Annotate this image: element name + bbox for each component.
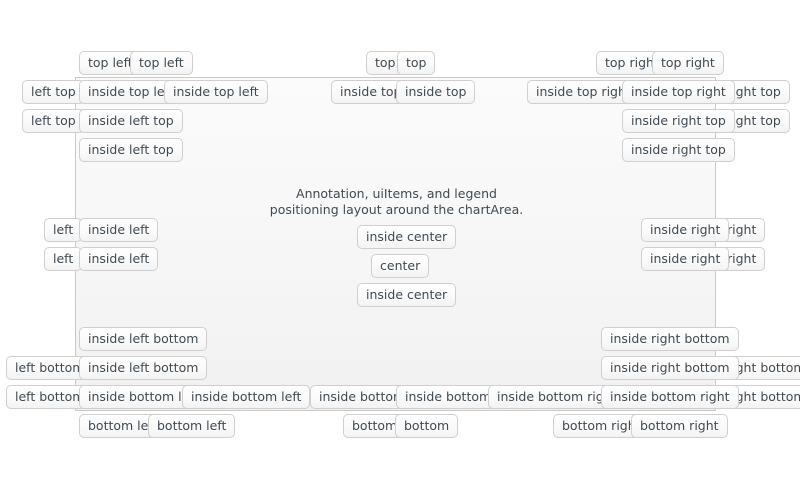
position-label-top[interactable]: top — [397, 51, 436, 75]
position-label-inside-bottom-left[interactable]: inside bottom left — [182, 385, 311, 409]
position-label-inside-center[interactable]: inside center — [357, 283, 457, 307]
position-label-inside-top-right[interactable]: inside top right — [527, 80, 640, 104]
position-label-inside-left-bottom[interactable]: inside left bottom — [79, 356, 208, 380]
position-label-inside-right-top[interactable]: inside right top — [622, 138, 735, 162]
position-label-inside-bottom-right[interactable]: inside bottom right — [601, 385, 739, 409]
position-label-left-bottom[interactable]: left bottom — [6, 385, 94, 409]
chart-area: Annotation, uiItems, and legend position… — [75, 77, 716, 411]
position-label-left-top[interactable]: left top — [22, 109, 85, 133]
position-label-inside-left[interactable]: inside left — [79, 218, 159, 242]
position-label-left[interactable]: left — [44, 218, 83, 242]
position-label-inside-right[interactable]: inside right — [641, 218, 730, 242]
position-label-bottom-left[interactable]: bottom left — [148, 414, 236, 438]
position-label-inside-right-top[interactable]: inside right top — [622, 109, 735, 133]
position-label-inside-left-bottom[interactable]: inside left bottom — [79, 327, 208, 351]
position-label-inside-left-top[interactable]: inside left top — [79, 109, 183, 133]
position-label-inside-right[interactable]: inside right — [641, 247, 730, 271]
position-label-inside-center[interactable]: inside center — [357, 225, 457, 249]
position-label-left-top[interactable]: left top — [22, 80, 85, 104]
chart-area-caption: Annotation, uiItems, and legend position… — [269, 186, 524, 217]
position-label-left[interactable]: left — [44, 247, 83, 271]
position-label-inside-top[interactable]: inside top — [396, 80, 476, 104]
position-label-inside-top-right[interactable]: inside top right — [622, 80, 735, 104]
position-label-inside-top-left[interactable]: inside top left — [164, 80, 268, 104]
position-label-bottom[interactable]: bottom — [395, 414, 459, 438]
position-label-inside-left[interactable]: inside left — [79, 247, 159, 271]
position-label-left-bottom[interactable]: left bottom — [6, 356, 94, 380]
position-label-bottom-right[interactable]: bottom right — [631, 414, 728, 438]
position-label-inside-left-top[interactable]: inside left top — [79, 138, 183, 162]
position-label-center[interactable]: center — [371, 254, 430, 278]
position-label-inside-bottom[interactable]: inside bottom — [396, 385, 501, 409]
position-label-top-right[interactable]: top right — [652, 51, 724, 75]
position-label-inside-right-bottom[interactable]: inside right bottom — [601, 356, 739, 380]
position-label-inside-right-bottom[interactable]: inside right bottom — [601, 327, 739, 351]
position-label-top-left[interactable]: top left — [130, 51, 193, 75]
